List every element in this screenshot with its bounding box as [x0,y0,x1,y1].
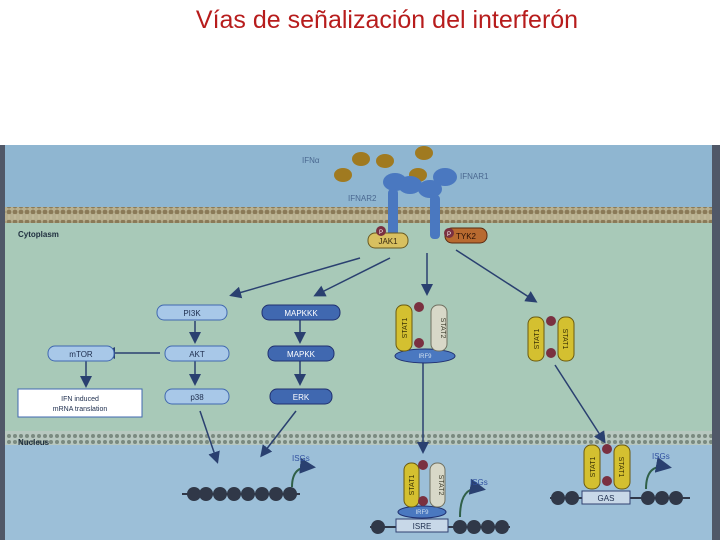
left-frame-border [0,145,5,540]
svg-text:TYK2: TYK2 [456,232,477,241]
svg-text:p38: p38 [190,393,204,402]
svg-text:STAT1: STAT1 [561,329,568,350]
svg-text:STAT1: STAT1 [402,318,409,339]
jak1-kinase: JAK1 [368,233,408,248]
svg-text:mRNA translation: mRNA translation [53,406,108,413]
slide-title: Vías de señalización del interferón [0,6,720,35]
svg-text:mTOR: mTOR [69,350,93,359]
svg-text:STAT1: STAT1 [409,475,416,496]
svg-text:P: P [447,232,451,238]
mapkkk-box: MAPKKK [262,305,340,320]
nuclear-membrane [0,431,720,445]
plasma-membrane [0,207,720,223]
akt-box: AKT [165,346,229,361]
cytoplasm-label: Cytoplasm [18,230,59,239]
svg-text:STAT1: STAT1 [617,457,624,478]
isgs-label-left: ISGs [292,454,310,463]
phospho-tyk2: P [444,228,454,238]
svg-text:AKT: AKT [189,350,205,359]
mtor-box: mTOR [48,346,114,361]
svg-text:STAT2: STAT2 [439,318,446,339]
svg-text:JAK1: JAK1 [378,237,398,246]
isgs-label-right: ISGs [652,452,670,461]
svg-text:IRF9: IRF9 [415,510,429,516]
svg-text:MAPKK: MAPKK [287,350,316,359]
ifn-alpha-label: IFNα [302,156,320,165]
right-frame-border [712,145,720,540]
interferon-pathway-diagram: IFNα IFNAR1 IFNAR2 Cytoplasm Nucleus JAK… [0,145,720,540]
svg-text:STAT1: STAT1 [534,329,541,350]
svg-text:ERK: ERK [293,393,310,402]
svg-text:STAT1: STAT1 [590,457,597,478]
svg-text:P: P [379,230,383,236]
svg-text:PI3K: PI3K [183,309,201,318]
erk-box: ERK [270,389,332,404]
svg-text:GAS: GAS [598,494,615,503]
nucleus-label: Nucleus [18,438,50,447]
isre-element: ISRE [396,519,448,532]
ifn-translation-box: IFN induced mRNA translation [18,389,142,417]
phospho-jak1: P [376,226,386,236]
svg-text:STAT2: STAT2 [437,475,444,496]
pi3k-box: PI3K [157,305,227,320]
ifnar2-label: IFNAR2 [348,194,377,203]
svg-text:IRF9: IRF9 [418,354,432,360]
ifnar1-label: IFNAR1 [460,172,489,181]
gas-element: GAS [582,491,630,504]
svg-text:IFN induced: IFN induced [61,396,99,403]
svg-text:MAPKKK: MAPKKK [284,309,318,318]
mapkk-box: MAPKK [268,346,334,361]
isgs-label-middle: ISGs [470,478,488,487]
p38-box: p38 [165,389,229,404]
svg-text:ISRE: ISRE [413,522,432,531]
